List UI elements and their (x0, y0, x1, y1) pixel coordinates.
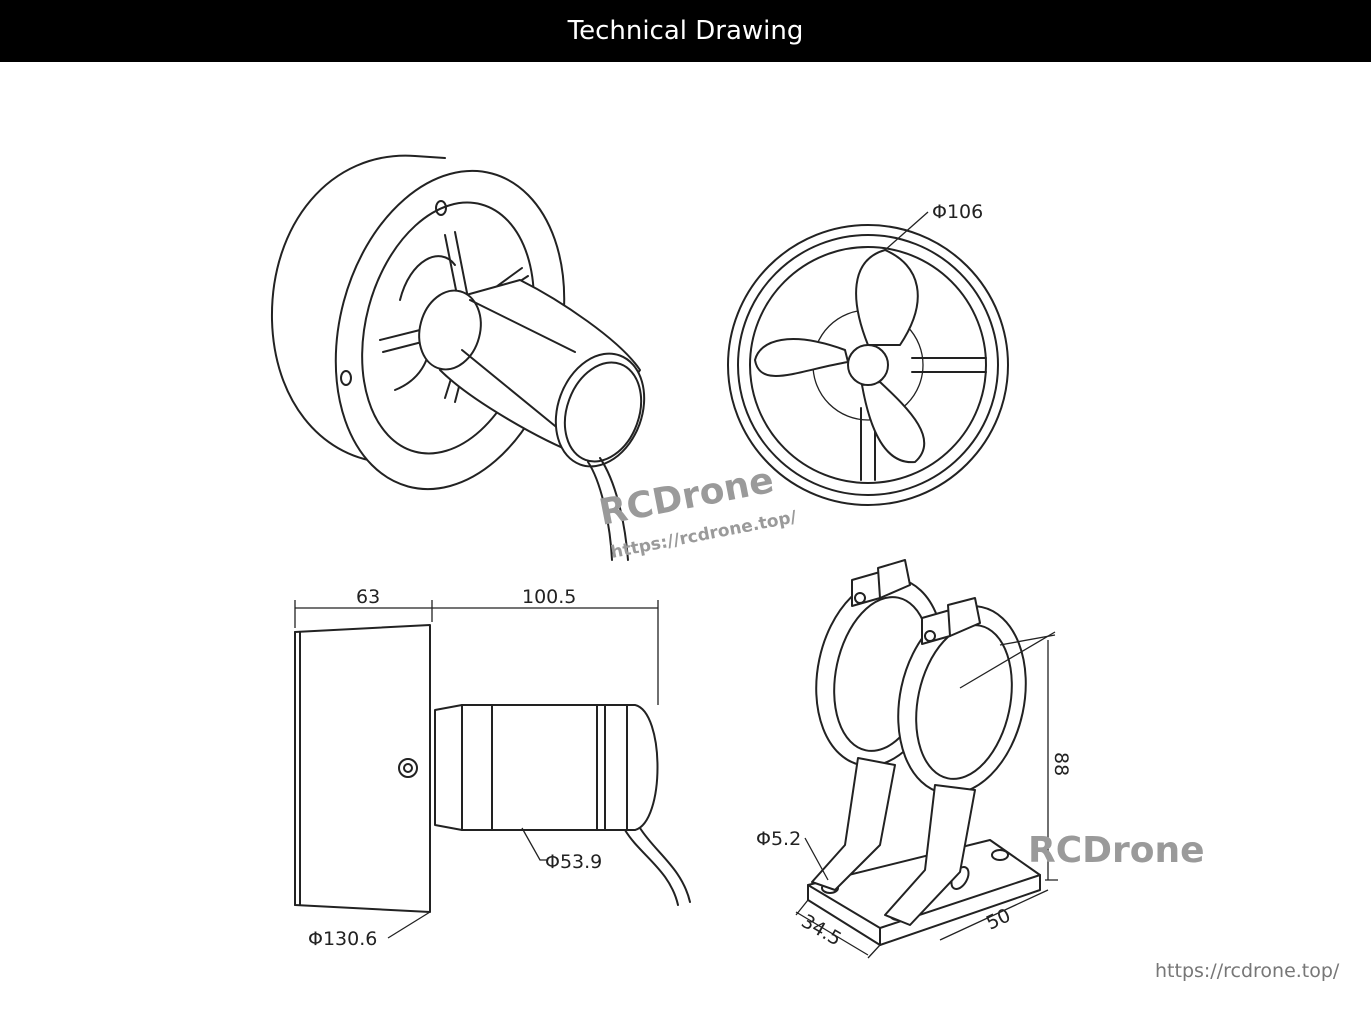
thruster-side-view: 63 100.5 Φ130.6 Φ53.9 (294, 586, 691, 950)
motor-length-label: 100.5 (522, 586, 576, 608)
page-title: Technical Drawing (567, 16, 804, 46)
housing-length-label: 63 (356, 586, 380, 608)
housing-diameter-label: Φ130.6 (308, 928, 377, 950)
bracket-height-label: 88 (1050, 752, 1072, 776)
technical-drawing: Φ106 63 100.5 Φ130.6 Φ53.9 (270, 154, 1205, 959)
fan-diameter-label: Φ106 (932, 201, 983, 223)
bracket-depth-label: 34.5 (798, 910, 846, 950)
header-bar: Technical Drawing (0, 0, 1371, 62)
watermark-brand-lower: RCDrone (1028, 830, 1205, 871)
mount-bracket-view: 88 Φ5.2 34.5 50 (756, 559, 1072, 959)
thruster-isometric-view (270, 154, 646, 561)
thruster-front-view: Φ106 (727, 201, 1009, 506)
hole-diameter-label: Φ5.2 (756, 828, 801, 850)
motor-diameter-label: Φ53.9 (545, 851, 602, 873)
footer-url: https://rcdrone.top/ (1155, 960, 1340, 982)
watermark-center: RCDrone https://rcdrone.top/ (596, 460, 799, 563)
